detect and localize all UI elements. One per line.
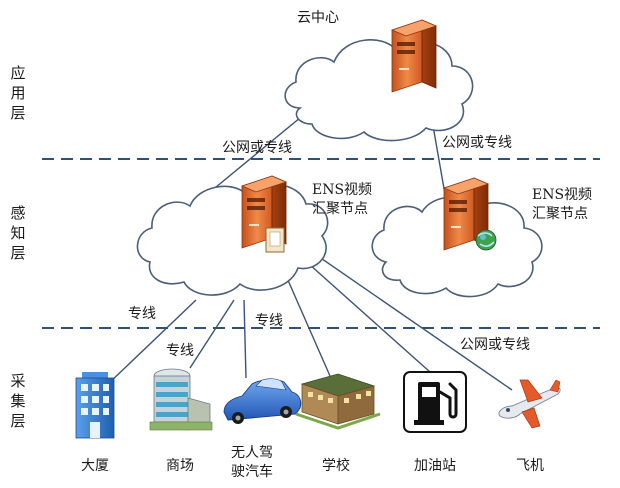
link-label-dedicated-3: 专线 xyxy=(166,343,194,359)
svg-text:应: 应 xyxy=(10,64,25,82)
cloud-center-cloud xyxy=(284,39,474,142)
link-label-public-lower: 公网或专线 xyxy=(460,337,530,353)
device-label-building: 大厦 xyxy=(81,458,109,474)
airplane-icon xyxy=(498,379,561,429)
link-label-left-upper: 公网或专线 xyxy=(222,140,292,156)
link-cloud-to-ens-right xyxy=(431,119,447,201)
school-icon xyxy=(295,373,381,430)
layer-label-perception: 感 知 层 xyxy=(10,204,25,262)
mall-icon xyxy=(149,368,213,431)
car-icon xyxy=(223,378,302,424)
device-label-mall: 商场 xyxy=(166,458,194,474)
svg-text:用: 用 xyxy=(10,84,25,102)
link-label-dedicated-1: 专线 xyxy=(128,306,156,322)
svg-text:层: 层 xyxy=(10,104,25,122)
link-label-right-upper: 公网或专线 xyxy=(442,135,512,151)
ens-left-cloud xyxy=(136,183,329,296)
link-ens-to-mall xyxy=(189,299,235,369)
link-ens-to-airplane xyxy=(311,251,513,391)
link-label-dedicated-2: 专线 xyxy=(255,313,283,329)
gas-station-icon xyxy=(403,371,467,433)
ens-left-label-line1: ENS视频 xyxy=(312,182,372,198)
building-icon xyxy=(75,372,115,439)
device-label-car-line2: 驶汽车 xyxy=(231,463,273,480)
svg-text:采: 采 xyxy=(10,372,25,390)
ens-left-label-line2: 汇聚节点 xyxy=(312,201,368,217)
device-label-car-line1: 无人驾 xyxy=(231,445,273,461)
device-label-gas-station: 加油站 xyxy=(414,458,456,474)
layer-label-collection: 采 集 层 xyxy=(10,372,25,430)
svg-text:知: 知 xyxy=(10,224,25,242)
link-ens-to-gas-station xyxy=(299,255,431,373)
device-label-school: 学校 xyxy=(322,457,350,474)
svg-text:层: 层 xyxy=(10,244,25,262)
globe-icon xyxy=(475,229,497,251)
ens-right-cloud xyxy=(371,196,543,298)
connection-lines xyxy=(107,107,513,391)
device-label-airplane: 飞机 xyxy=(516,458,544,474)
cloud-center-label: 云中心 xyxy=(297,10,339,26)
ens-right-label-line2: 汇聚节点 xyxy=(532,206,588,222)
svg-text:层: 层 xyxy=(10,412,25,430)
ens-right-label-line1: ENS视频 xyxy=(532,187,592,203)
svg-text:集: 集 xyxy=(10,392,25,410)
link-ens-to-building xyxy=(107,299,197,385)
cloud-server-icon xyxy=(391,19,437,93)
layer-label-application: 应 用 层 xyxy=(10,64,25,122)
link-ens-to-car xyxy=(243,299,247,379)
svg-text:感: 感 xyxy=(10,204,25,222)
link-cloud-to-ens-left xyxy=(209,107,313,193)
ens-left-monitor-icon xyxy=(265,227,285,253)
